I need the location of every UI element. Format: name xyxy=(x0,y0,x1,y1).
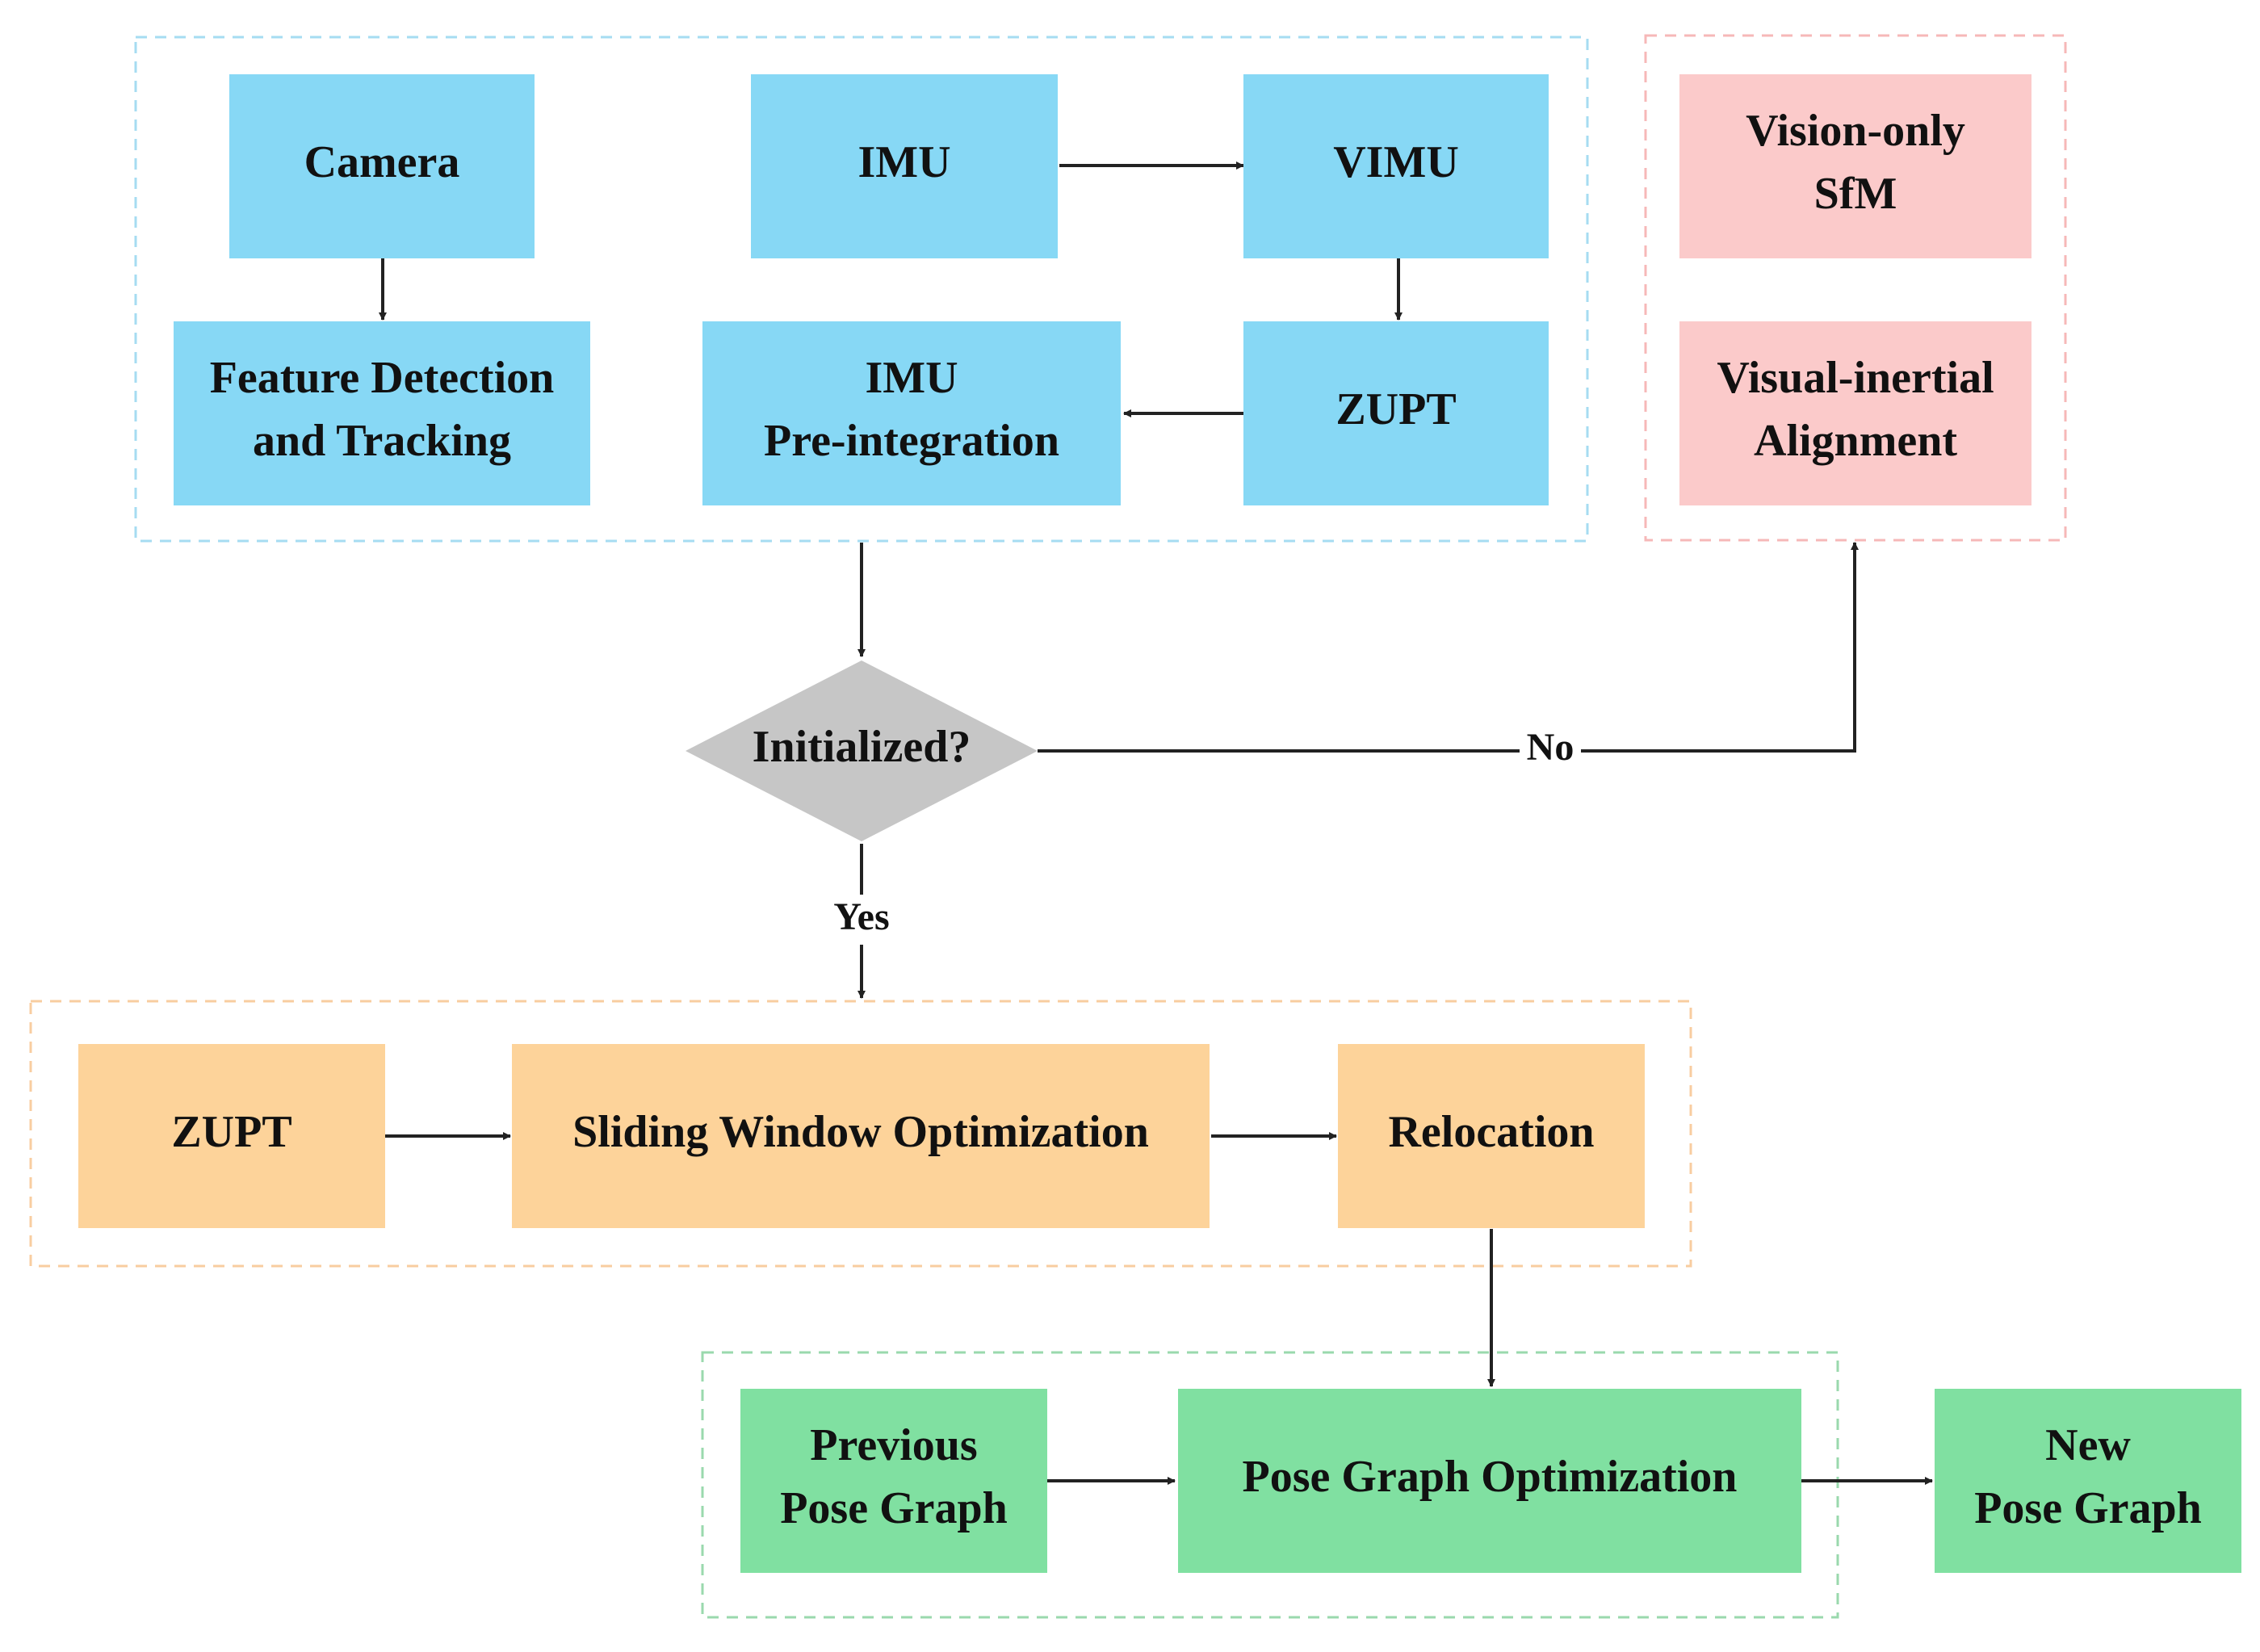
sliding-window-node: Sliding Window Optimization xyxy=(512,1044,1210,1228)
pose-graph-optimization-node: Pose Graph Optimization xyxy=(1178,1389,1801,1573)
new-pose-graph-node-label-line-1: New xyxy=(2045,1420,2131,1470)
vision-only-sfm-node-label-line-2: SfM xyxy=(1814,169,1897,219)
zupt-top-node-box xyxy=(1243,321,1549,505)
edge-initialized-no xyxy=(1038,542,1859,753)
group-initialization xyxy=(1644,34,2067,542)
feature-detection-node: Feature Detection and Tracking xyxy=(174,321,590,505)
feature-detection-node-label-line-2: and Tracking xyxy=(253,416,511,466)
group-backend xyxy=(29,1000,1692,1268)
vimu-node-label-line-1: VIMU xyxy=(1333,137,1459,187)
group-frontend xyxy=(134,36,1589,543)
relocation-node-box xyxy=(1338,1044,1645,1228)
relocation-node-label-line-1: Relocation xyxy=(1388,1107,1594,1157)
edge-label-yes: Yes xyxy=(833,895,889,938)
imu-preintegration-node-label-line-1: IMU xyxy=(865,353,958,403)
zupt-bottom-node: ZUPT xyxy=(78,1044,385,1228)
new-pose-graph-node-label-line-2: Pose Graph xyxy=(1974,1483,2202,1533)
sliding-window-node-box xyxy=(512,1044,1210,1228)
zupt-bottom-node-box xyxy=(78,1044,385,1228)
initialized-decision: Initialized? xyxy=(686,660,1038,841)
initialized-decision-label-line-1: Initialized? xyxy=(753,722,971,772)
pose-graph-optimization-node-box xyxy=(1178,1389,1801,1573)
zupt-bottom-node-label-line-1: ZUPT xyxy=(171,1107,291,1157)
imu-preintegration-node: IMU Pre-integration xyxy=(702,321,1121,505)
feature-detection-node-label-line-1: Feature Detection xyxy=(210,353,555,403)
sliding-window-node-label-line-1: Sliding Window Optimization xyxy=(572,1107,1149,1157)
previous-pose-graph-node-box xyxy=(740,1389,1047,1573)
zupt-top-node: ZUPT xyxy=(1243,321,1549,505)
camera-node-label-line-1: Camera xyxy=(304,137,460,187)
initialized-decision-shape xyxy=(686,660,1038,841)
vision-only-sfm-node-label-line-1: Vision-only xyxy=(1746,106,1965,156)
camera-node-box xyxy=(229,74,535,258)
edge-label-no-bg xyxy=(1520,728,1581,774)
vision-only-sfm-node-box xyxy=(1679,74,2031,258)
edge-label-no: No xyxy=(1527,726,1574,769)
imu-node-label-line-1: IMU xyxy=(857,137,950,187)
previous-pose-graph-node-label-line-1: Previous xyxy=(810,1420,977,1470)
camera-node: Camera xyxy=(229,74,535,258)
relocation-node: Relocation xyxy=(1338,1044,1645,1228)
vimu-node: VIMU xyxy=(1243,74,1549,258)
pose-graph-optimization-node-label-line-1: Pose Graph Optimization xyxy=(1243,1452,1738,1502)
imu-node: IMU xyxy=(751,74,1058,258)
feature-detection-node-box xyxy=(174,321,590,505)
vimu-node-box xyxy=(1243,74,1549,258)
imu-node-box xyxy=(751,74,1058,258)
new-pose-graph-node-box xyxy=(1935,1389,2241,1573)
zupt-top-node-label-line-1: ZUPT xyxy=(1335,384,1456,434)
group-loop-closure xyxy=(701,1351,1839,1619)
visual-inertial-alignment-node-label-line-2: Alignment xyxy=(1754,416,1957,466)
imu-preintegration-node-label-line-2: Pre-integration xyxy=(764,416,1059,466)
visual-inertial-alignment-node-box xyxy=(1679,321,2031,505)
visual-inertial-alignment-node-label-line-1: Visual-inertial xyxy=(1717,353,1994,403)
imu-preintegration-node-box xyxy=(702,321,1121,505)
edges xyxy=(379,161,1933,1485)
previous-pose-graph-node-label-line-2: Pose Graph xyxy=(780,1483,1008,1533)
